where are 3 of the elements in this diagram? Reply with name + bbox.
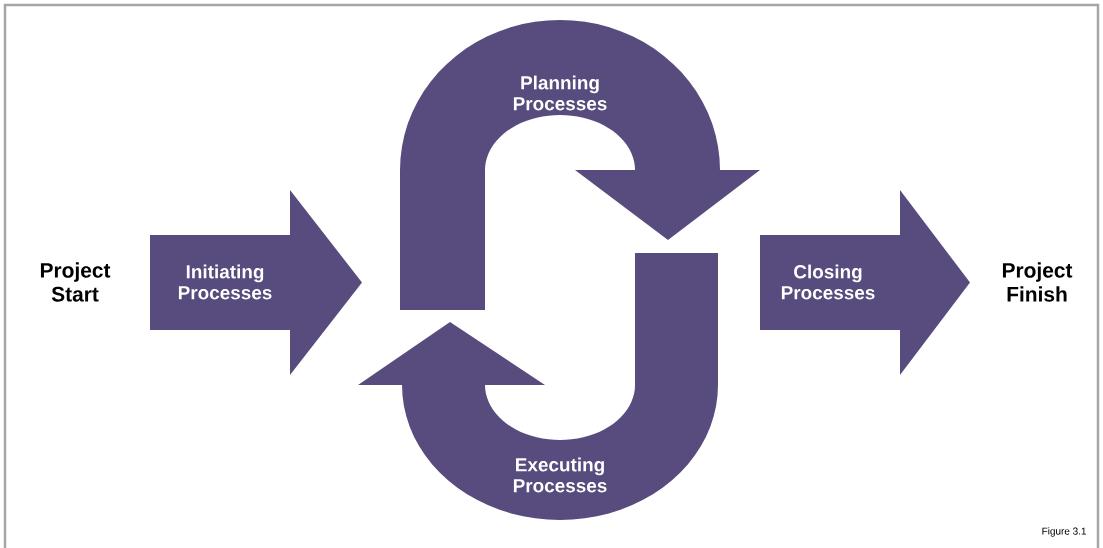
figure-caption: Figure 3.1 [1042, 527, 1086, 537]
endpoint-label: Project Start [40, 262, 111, 302]
endpoint-label: Project Finish [1002, 262, 1073, 302]
